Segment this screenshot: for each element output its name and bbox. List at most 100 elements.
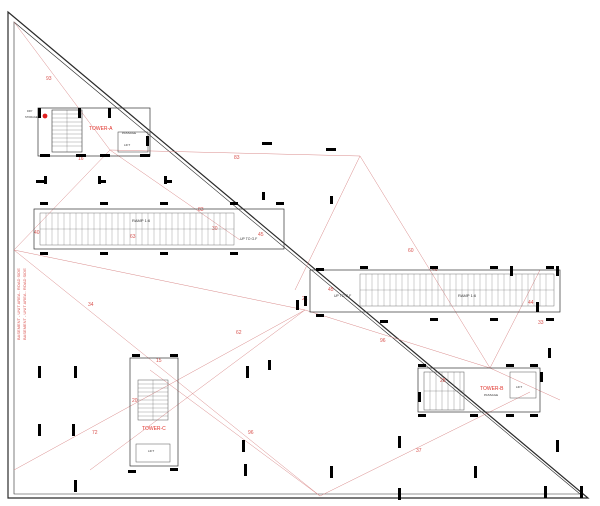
column bbox=[164, 176, 167, 184]
column bbox=[160, 202, 168, 205]
column bbox=[510, 266, 513, 276]
column bbox=[304, 296, 307, 306]
column bbox=[72, 424, 75, 436]
dim-label: 44 bbox=[528, 300, 534, 306]
tower-b-label: TOWER-B bbox=[480, 386, 504, 392]
column bbox=[330, 466, 333, 478]
column bbox=[40, 202, 48, 205]
column bbox=[108, 108, 111, 118]
column bbox=[316, 314, 324, 317]
column bbox=[316, 268, 324, 271]
dimension-lines bbox=[13, 21, 561, 497]
column bbox=[540, 372, 543, 382]
column bbox=[38, 424, 41, 436]
column bbox=[430, 266, 438, 269]
tower-a: TOWER-A PASSAGE LIFT DRY STORAGE bbox=[25, 107, 151, 157]
dim-label: 20 bbox=[132, 398, 138, 404]
column bbox=[100, 252, 108, 255]
site-boundary bbox=[7, 10, 590, 499]
dim-label: 83 bbox=[234, 155, 240, 161]
column bbox=[380, 320, 388, 323]
tower-c-label: TOWER-C bbox=[142, 426, 166, 432]
dim-label: 40 bbox=[34, 230, 40, 236]
column bbox=[100, 202, 108, 205]
column bbox=[38, 366, 41, 378]
column bbox=[330, 196, 333, 204]
column bbox=[74, 366, 77, 378]
column bbox=[556, 440, 559, 452]
dim-label: 96 bbox=[380, 338, 386, 344]
side-note-2: BASEMENT - UNIT AREA - ROAD SIDE bbox=[22, 268, 27, 340]
tower-a-label: TOWER-A bbox=[89, 126, 113, 132]
column bbox=[244, 464, 247, 476]
column bbox=[246, 366, 249, 378]
tower-a-note2: STORAGE bbox=[25, 115, 38, 119]
red-dot-icon bbox=[42, 113, 48, 119]
column bbox=[170, 354, 178, 357]
column bbox=[360, 266, 368, 269]
column bbox=[418, 414, 426, 417]
column bbox=[40, 252, 48, 255]
column bbox=[128, 470, 136, 473]
column bbox=[506, 414, 514, 417]
column bbox=[74, 480, 77, 492]
column bbox=[262, 142, 272, 145]
columns bbox=[36, 108, 583, 500]
ramp-1-flat: UP TO G.F bbox=[240, 237, 257, 241]
column bbox=[140, 154, 150, 157]
column bbox=[98, 176, 101, 184]
column bbox=[548, 348, 551, 358]
dim-label: 93 bbox=[46, 76, 52, 82]
dim-label: 34 bbox=[88, 302, 94, 308]
dimension-labels: 93 83 83 60 46 40 45 45 21 34 96 62 72 9… bbox=[34, 76, 544, 454]
tower-b-passage: PASSAGE bbox=[484, 393, 498, 397]
column bbox=[98, 180, 106, 183]
column bbox=[536, 302, 539, 312]
column bbox=[470, 414, 478, 417]
column bbox=[132, 354, 140, 357]
dim-label: 15 bbox=[156, 358, 162, 364]
column bbox=[44, 176, 47, 184]
column bbox=[164, 180, 172, 183]
column bbox=[326, 148, 336, 151]
tower-a-lift: LIFT bbox=[124, 143, 130, 147]
column bbox=[398, 488, 401, 500]
dim-label: 83 bbox=[198, 207, 204, 213]
tower-c: TOWER-C LIFT bbox=[129, 357, 179, 467]
column bbox=[262, 192, 265, 200]
side-note: BASEMENT - UNIT AREA - ROAD SIDE bbox=[16, 268, 21, 340]
dim-label: 60 bbox=[408, 248, 414, 254]
column bbox=[170, 468, 178, 471]
tower-a-note: DRY bbox=[27, 109, 33, 113]
ramp-1: RAMP 1:6 UP TO G.F bbox=[33, 208, 285, 250]
column bbox=[546, 266, 554, 269]
dim-label: 62 bbox=[236, 330, 242, 336]
tower-c-lift: LIFT bbox=[148, 449, 154, 453]
tower-c-stairs bbox=[138, 380, 168, 420]
column bbox=[296, 300, 299, 310]
column bbox=[40, 154, 50, 157]
column bbox=[418, 392, 421, 402]
column bbox=[418, 364, 426, 367]
column bbox=[490, 318, 498, 321]
column bbox=[100, 154, 110, 157]
column bbox=[160, 252, 168, 255]
tower-a-stairs bbox=[52, 110, 82, 152]
ramp-2-hatch bbox=[360, 274, 554, 306]
column bbox=[276, 202, 284, 205]
column bbox=[556, 266, 559, 276]
column bbox=[78, 108, 81, 118]
column bbox=[544, 486, 547, 498]
site-boundary-inner bbox=[13, 21, 581, 495]
dim-label: 96 bbox=[248, 430, 254, 436]
tower-a-passage: PASSAGE bbox=[122, 131, 136, 135]
column bbox=[230, 202, 238, 205]
column bbox=[430, 318, 438, 321]
ramp-2: RAMP 1:6 UP TO G.F bbox=[309, 269, 561, 313]
column bbox=[546, 318, 554, 321]
dim-label: 45 bbox=[328, 287, 334, 293]
dim-label: 28 bbox=[440, 378, 446, 384]
column bbox=[530, 414, 538, 417]
dim-label: 33 bbox=[538, 320, 544, 326]
